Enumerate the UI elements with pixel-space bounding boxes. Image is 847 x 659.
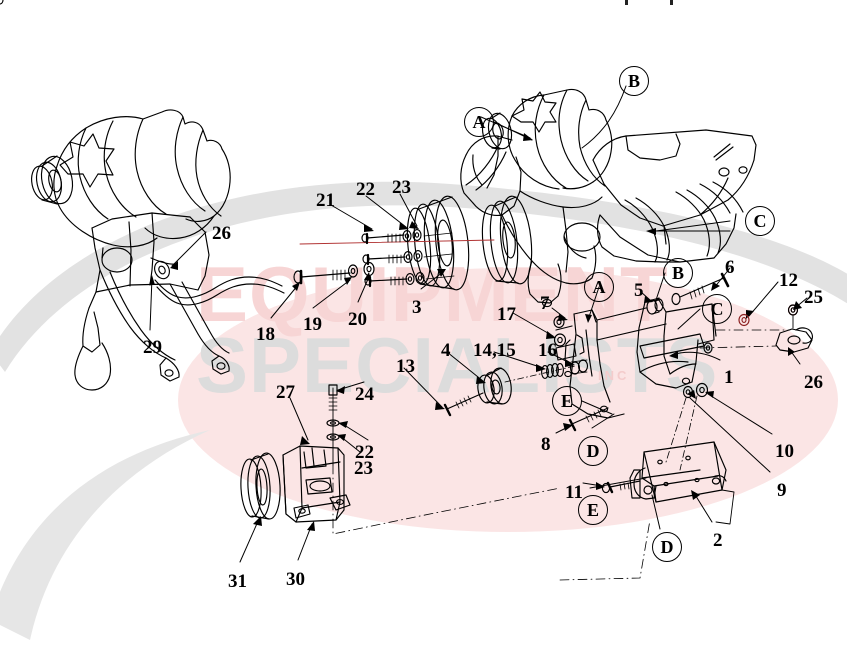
callout-number-27: 27 bbox=[276, 382, 295, 403]
callout-number-4: 4 bbox=[441, 340, 451, 361]
watermark-line2-sub: INC bbox=[598, 368, 629, 383]
callout-number-26: 26 bbox=[804, 372, 823, 393]
main-bracket-assembly bbox=[403, 267, 799, 473]
callout-number-31: 31 bbox=[228, 571, 247, 592]
callout-number-23: 23 bbox=[392, 177, 411, 198]
callout-bubble-c: C bbox=[702, 294, 732, 324]
watermark-line2: SPECIALISTS bbox=[196, 321, 718, 409]
callout-bubble-a: A bbox=[584, 272, 614, 302]
callout-number-24: 24 bbox=[355, 384, 374, 405]
callout-number-9: 9 bbox=[777, 480, 787, 501]
engine-assembly-right bbox=[299, 85, 757, 308]
callout-number-10: 10 bbox=[775, 441, 794, 462]
callout-number-18: 18 bbox=[256, 324, 275, 345]
callout-number-21: 21 bbox=[316, 190, 335, 211]
callout-number-6: 6 bbox=[725, 257, 735, 278]
hardware-bolt-18-19-20 bbox=[270, 261, 375, 319]
hardware-bolts-21-22-23 bbox=[0, 0, 455, 290]
callout-number-23: 23 bbox=[354, 458, 373, 479]
callout-number-30: 30 bbox=[286, 569, 305, 590]
callout-number-22: 22 bbox=[355, 442, 374, 463]
callout-bubble-d: D bbox=[578, 436, 608, 466]
watermark-swoosh bbox=[0, 181, 847, 372]
bubble-leaders bbox=[493, 121, 731, 530]
callout-number-12: 12 bbox=[779, 270, 798, 291]
callout-number-8: 8 bbox=[541, 434, 551, 455]
callout-bubble-b: B bbox=[619, 66, 649, 96]
callout-number-29: 29 bbox=[143, 337, 162, 358]
alternator-assembly-left bbox=[31, 109, 285, 391]
callout-number-14-15: 14,15 bbox=[473, 340, 516, 361]
callout-bubble-e: E bbox=[578, 495, 608, 525]
callout-number-7: 7 bbox=[540, 293, 550, 314]
callout-number-13: 13 bbox=[396, 356, 415, 377]
callout-number-20: 20 bbox=[348, 309, 367, 330]
callout-number-22: 22 bbox=[356, 179, 375, 200]
callout-number-26: 26 bbox=[212, 223, 231, 244]
callout-number-25: 25 bbox=[804, 287, 823, 308]
callout-number-2: 2 bbox=[713, 530, 723, 551]
top-cut-text-fragments bbox=[625, 0, 673, 5]
callout-number-1: 1 bbox=[724, 367, 734, 388]
callout-bubble-c: C bbox=[745, 206, 775, 236]
callout-bubble-a: A bbox=[464, 107, 494, 137]
callout-number-17: 17 bbox=[497, 304, 516, 325]
clamp-25-26 bbox=[775, 297, 814, 365]
callout-bubble-d: D bbox=[652, 532, 682, 562]
callout-bubble-b: B bbox=[663, 258, 693, 288]
callout-bubble-e: E bbox=[552, 386, 582, 416]
watermark-swoosh-lower bbox=[0, 430, 210, 640]
callout-number-19: 19 bbox=[303, 314, 322, 335]
lower-mount-plate-2 bbox=[559, 441, 735, 581]
power-steering-pump-assembly bbox=[239, 381, 561, 563]
callout-number-16: 16 bbox=[538, 340, 557, 361]
callout-number-3: 3 bbox=[412, 297, 422, 318]
callout-number-11: 11 bbox=[565, 482, 583, 503]
callout-number-5: 5 bbox=[634, 280, 644, 301]
